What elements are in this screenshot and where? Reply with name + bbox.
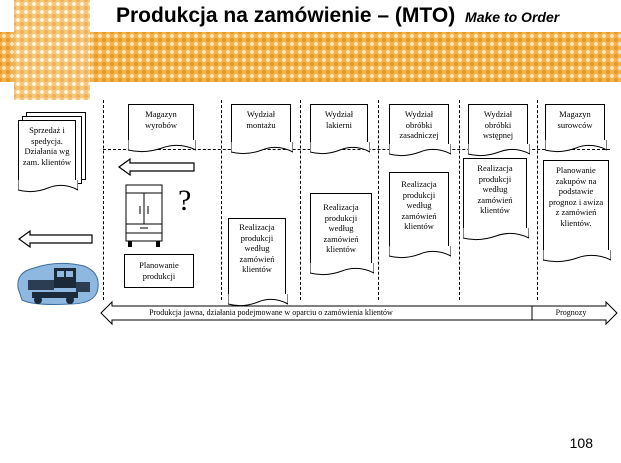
header-band bbox=[0, 32, 621, 82]
title-subtitle: Make to Order bbox=[465, 9, 560, 25]
sales-document-text: Sprzedaż i spedycja. Działania wg zam. k… bbox=[22, 125, 72, 167]
planning-box-label: Planowanie produkcji bbox=[139, 260, 179, 281]
doc-preprocessing-realization: Realizacja produkcji według zamówień kli… bbox=[463, 158, 529, 241]
header-painting: Wydział lakierni bbox=[310, 104, 370, 155]
doc-wave bbox=[231, 142, 293, 155]
header-corner-pattern bbox=[14, 0, 90, 100]
doc-wave bbox=[389, 144, 451, 157]
bottom-arrow-forecast-label: Prognozy bbox=[555, 308, 587, 317]
header-assembly: Wydział montażu bbox=[231, 104, 293, 155]
doc-wave bbox=[18, 180, 78, 193]
header-warehouse-materials-label: Magazyn surowców bbox=[557, 109, 593, 130]
cabinet-icon bbox=[125, 184, 163, 247]
doc-wave bbox=[310, 263, 374, 276]
doc-wave bbox=[543, 250, 611, 263]
header-warehouse-materials: Magazyn surowców bbox=[545, 104, 607, 153]
grid-line-3 bbox=[300, 100, 301, 300]
planning-box: Planowanie produkcji bbox=[124, 254, 194, 288]
page-number: 108 bbox=[569, 435, 593, 451]
header-preprocessing: Wydział obróbki wstępnej bbox=[468, 104, 530, 157]
grid-line-5 bbox=[459, 100, 460, 300]
grid-line-6 bbox=[537, 100, 538, 300]
header-assembly-label: Wydział montażu bbox=[246, 109, 276, 130]
header-painting-label: Wydział lakierni bbox=[324, 109, 354, 130]
doc-wave bbox=[128, 140, 196, 153]
doc-assembly-realization: Realizacja produkcji według zamówień kli… bbox=[228, 218, 288, 307]
doc-assembly-text: Realizacja produkcji według zamówień kli… bbox=[239, 222, 275, 274]
doc-wave bbox=[463, 228, 529, 241]
grid-line-4 bbox=[378, 100, 379, 300]
bottom-double-arrow bbox=[100, 300, 618, 326]
doc-painting-text: Realizacja produkcji według zamówień kli… bbox=[323, 202, 359, 254]
header-warehouse-products-label: Magazyn wyrobów bbox=[144, 109, 178, 130]
question-mark: ? bbox=[178, 184, 192, 217]
doc-main-processing-realization: Realizacja produkcji według zamówień kli… bbox=[389, 172, 451, 259]
doc-wave bbox=[545, 140, 607, 153]
truck-icon bbox=[17, 262, 99, 305]
doc-materials-planning: Planowanie zakupów na podstawie prognoz … bbox=[543, 160, 611, 263]
doc-main-processing-text: Realizacja produkcji według zamówień kli… bbox=[401, 179, 437, 231]
doc-wave bbox=[389, 246, 451, 259]
header-warehouse-products: Magazyn wyrobów bbox=[128, 104, 196, 153]
grid-horizontal-line bbox=[103, 149, 610, 150]
grid-line-2 bbox=[221, 100, 222, 300]
doc-preprocessing-text: Realizacja produkcji według zamówień kli… bbox=[477, 163, 513, 215]
title-text: Produkcja na zamówienie – (MTO) bbox=[116, 4, 456, 27]
header-main-processing: Wydział obróbki zasadniczej bbox=[389, 104, 451, 157]
doc-wave bbox=[310, 142, 370, 155]
left-arrow-icon bbox=[18, 229, 93, 249]
doc-painting-realization: Realizacja produkcji według zamówień kli… bbox=[310, 193, 374, 276]
header-preprocessing-label: Wydział obróbki wstępnej bbox=[482, 109, 514, 140]
header-main-processing-label: Wydział obróbki zasadniczej bbox=[399, 109, 439, 140]
doc-materials-text: Planowanie zakupów na podstawie prognoz … bbox=[548, 165, 604, 228]
bottom-arrow-main-label: Produkcja jawna, działania podejmowane w… bbox=[149, 308, 393, 317]
slide-title: Produkcja na zamówienie – (MTO) Make to … bbox=[116, 4, 559, 28]
grid-line-1 bbox=[103, 100, 104, 300]
doc-wave bbox=[228, 294, 288, 307]
left-arrow-icon bbox=[118, 157, 195, 177]
sales-document: Sprzedaż i spedycja. Działania wg zam. k… bbox=[18, 120, 78, 193]
doc-wave bbox=[468, 144, 530, 157]
